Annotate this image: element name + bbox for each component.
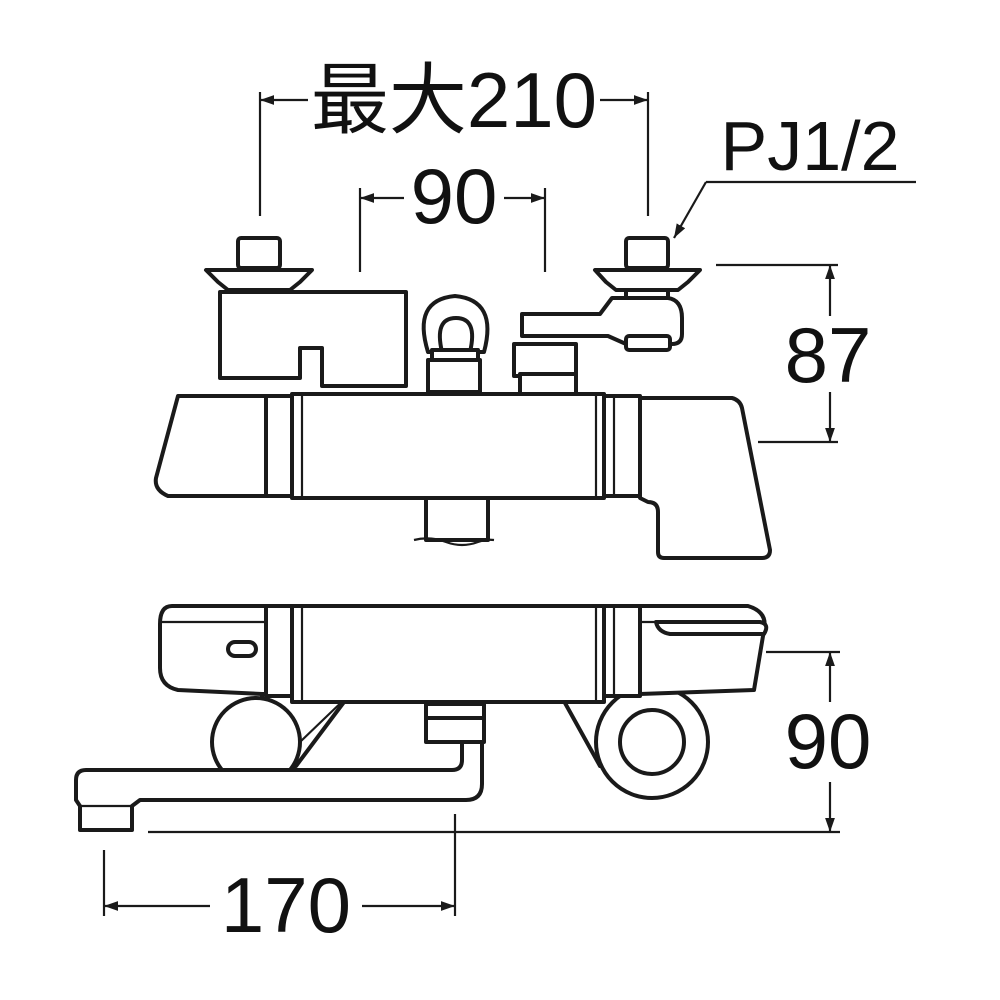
plan-main-body bbox=[290, 604, 606, 704]
right-collar bbox=[602, 394, 642, 498]
left-union-block bbox=[218, 290, 408, 388]
thread-size-label: PJ1/2 bbox=[721, 107, 900, 185]
handle-loop bbox=[421, 294, 490, 394]
max-pitch-label: 最大210 bbox=[311, 56, 597, 144]
indicator-slot bbox=[226, 640, 258, 658]
plan-left-collar bbox=[264, 604, 294, 698]
right-inlet-fitting bbox=[593, 236, 702, 292]
spout bbox=[74, 702, 486, 832]
right-union-arm bbox=[520, 288, 684, 352]
left-handle-cap bbox=[153, 394, 268, 498]
plan-view bbox=[74, 604, 769, 832]
right-eccentric-leg bbox=[558, 684, 710, 800]
center-pitch-label: 90 bbox=[411, 152, 498, 240]
left-collar bbox=[264, 394, 294, 498]
right-connector-neck bbox=[518, 372, 578, 396]
left-inlet-fitting bbox=[204, 236, 314, 292]
height-label: 87 bbox=[785, 311, 872, 399]
depth-label: 90 bbox=[785, 697, 872, 785]
spout-length-label: 170 bbox=[221, 861, 351, 949]
main-body bbox=[290, 392, 606, 500]
right-temperature-handle bbox=[638, 396, 772, 560]
plan-right-collar bbox=[602, 604, 642, 698]
left-eccentric-leg bbox=[210, 692, 352, 788]
spout-stem-front bbox=[413, 496, 495, 547]
dimension-lines bbox=[102, 92, 916, 916]
front-view bbox=[153, 236, 772, 560]
right-connector bbox=[512, 342, 578, 378]
plan-right-shelf bbox=[654, 620, 769, 636]
